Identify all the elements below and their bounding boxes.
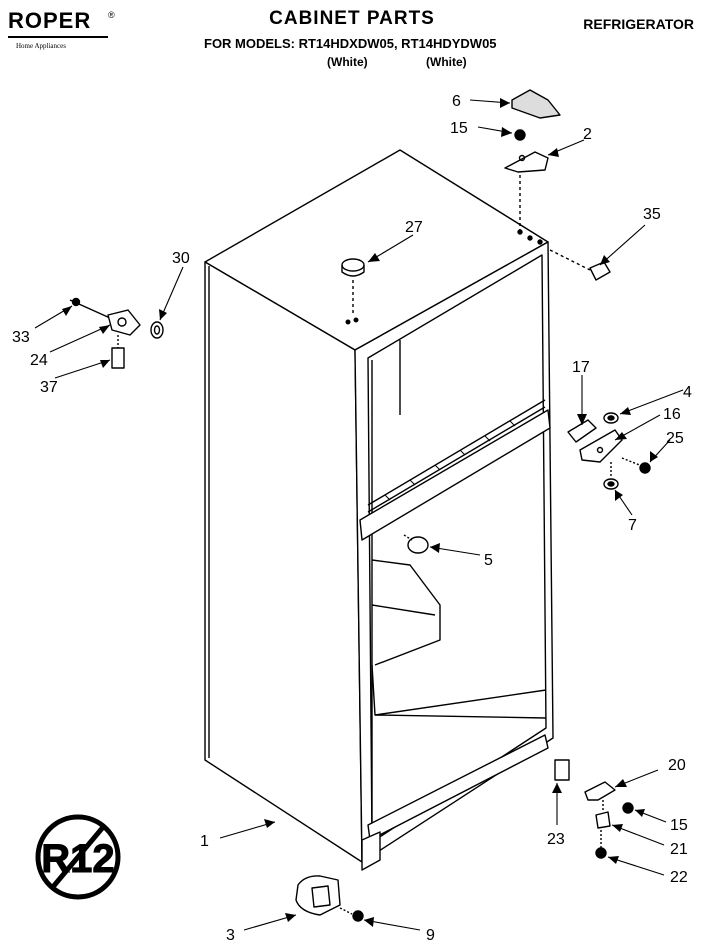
callout-9: 9	[426, 927, 435, 944]
callout-7: 7	[628, 517, 637, 534]
product-type: REFRIGERATOR	[583, 16, 694, 32]
callout-1: 1	[200, 833, 209, 850]
callout-30: 30	[172, 250, 190, 267]
roper-logo: ROPER	[8, 8, 92, 33]
callout-21: 21	[670, 841, 688, 858]
logo-tagline: Home Appliances	[16, 42, 66, 50]
r12-stamp: R12	[35, 814, 121, 900]
models-line: FOR MODELS: RT14HDXDW05, RT14HDYDW05	[204, 36, 497, 51]
color-variant-2: (White)	[426, 55, 467, 69]
callout-3: 3	[226, 927, 235, 944]
callout-22: 22	[670, 869, 688, 886]
cap-part	[589, 261, 611, 281]
callout-24: 24	[30, 352, 48, 369]
callout-33: 33	[12, 329, 30, 346]
callout-20: 20	[668, 757, 686, 774]
door-stop-part	[407, 536, 429, 554]
callout-6: 6	[452, 93, 461, 110]
callout-5: 5	[484, 552, 493, 569]
lower-hinge-part	[295, 875, 364, 922]
page-title: CABINET PARTS	[269, 8, 435, 29]
callout-2: 2	[583, 126, 592, 143]
callout-16: 16	[663, 406, 681, 423]
cabinet	[204, 149, 554, 871]
callout-15-bottom: 15	[670, 817, 688, 834]
center-hinge-assembly	[567, 412, 651, 490]
callout-25: 25	[666, 430, 684, 447]
callout-labels: 6 15 2 27 35 30 33 24 37 17 4 16 25 7 5 …	[12, 93, 692, 944]
top-hinge-part	[504, 151, 549, 173]
color-variant-1: (White)	[327, 55, 368, 69]
plug-part	[341, 258, 365, 272]
callout-15-top: 15	[450, 120, 468, 137]
hinge-cover-part	[511, 89, 561, 119]
bottom-hinge-assembly	[554, 759, 634, 859]
leveling-assembly	[69, 297, 164, 369]
callout-27: 27	[405, 219, 423, 236]
callout-35: 35	[643, 206, 661, 223]
callout-23: 23	[547, 831, 565, 848]
r12-stamp-text: R12	[41, 837, 114, 881]
registered-mark: ®	[108, 10, 115, 20]
callout-17: 17	[572, 359, 590, 376]
arrowheads	[62, 98, 658, 927]
callout-4: 4	[683, 384, 692, 401]
callout-37: 37	[40, 379, 58, 396]
logo-underline	[8, 36, 108, 38]
